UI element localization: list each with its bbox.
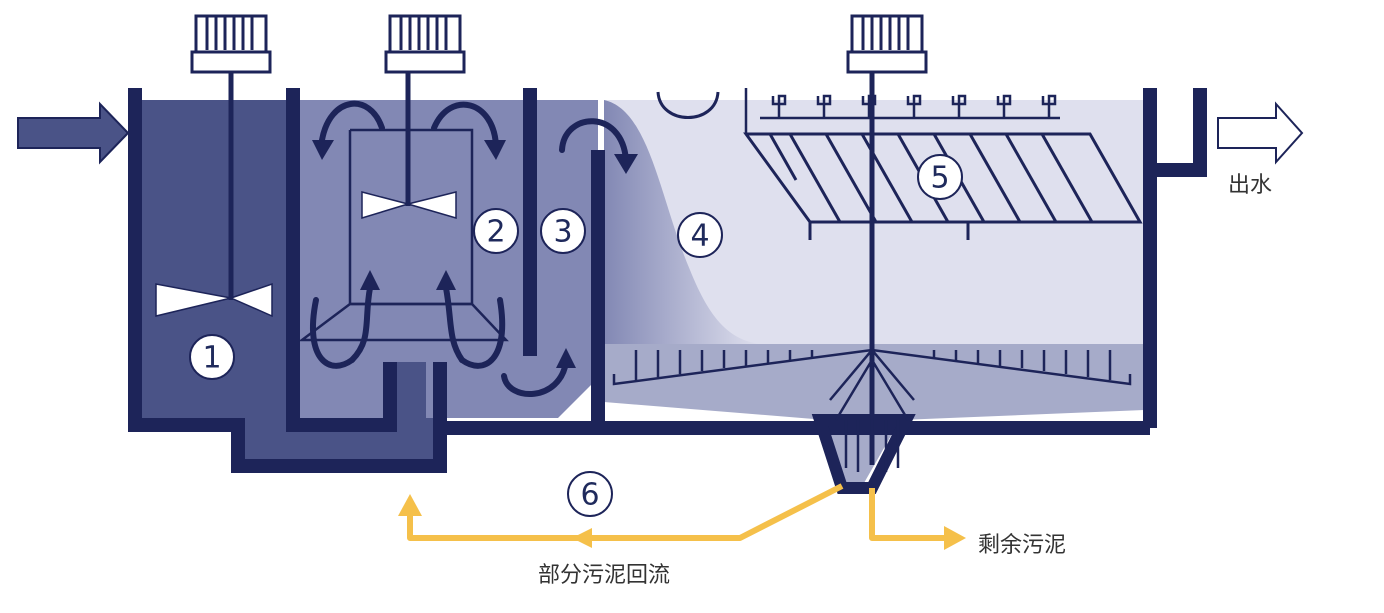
flow-arrowheads — [312, 140, 638, 368]
marker-4: 4 — [677, 212, 723, 258]
collection-launders — [744, 88, 1060, 136]
draft-tube — [298, 128, 509, 342]
partial-sludge-return-label: 部分污泥回流 — [538, 563, 670, 588]
marker-6: 6 — [567, 471, 613, 517]
marker-6-label: 6 — [580, 478, 599, 513]
marker-3: 3 — [540, 208, 586, 254]
marker-4-label: 4 — [690, 219, 709, 254]
marker-1: 1 — [189, 334, 235, 380]
impeller-icon — [361, 191, 457, 220]
excess-sludge-label: 剩余污泥 — [978, 533, 1066, 558]
tank-outline — [128, 88, 1207, 473]
outlet-label: 出水 — [1228, 173, 1272, 198]
flow-arrow-icon — [309, 100, 629, 398]
impeller-icon — [155, 282, 273, 318]
marker-5: 5 — [917, 154, 963, 200]
sludge-lines — [407, 483, 950, 541]
motor-icon — [190, 14, 272, 300]
scraper-rake — [612, 348, 1132, 472]
marker-3-label: 3 — [553, 215, 572, 250]
marker-5-label: 5 — [930, 161, 949, 196]
overflow-cup — [656, 91, 720, 119]
marker-2: 2 — [473, 208, 519, 254]
sludge-slope — [604, 100, 760, 344]
outlet-arrow-icon — [1217, 101, 1304, 165]
marker-2-label: 2 — [486, 215, 505, 250]
sludge-arrowheads — [398, 494, 966, 550]
inlet-arrow-icon — [17, 101, 130, 165]
motor-icon — [384, 14, 466, 206]
marker-1-label: 1 — [202, 341, 221, 376]
zone2-water — [298, 100, 598, 418]
